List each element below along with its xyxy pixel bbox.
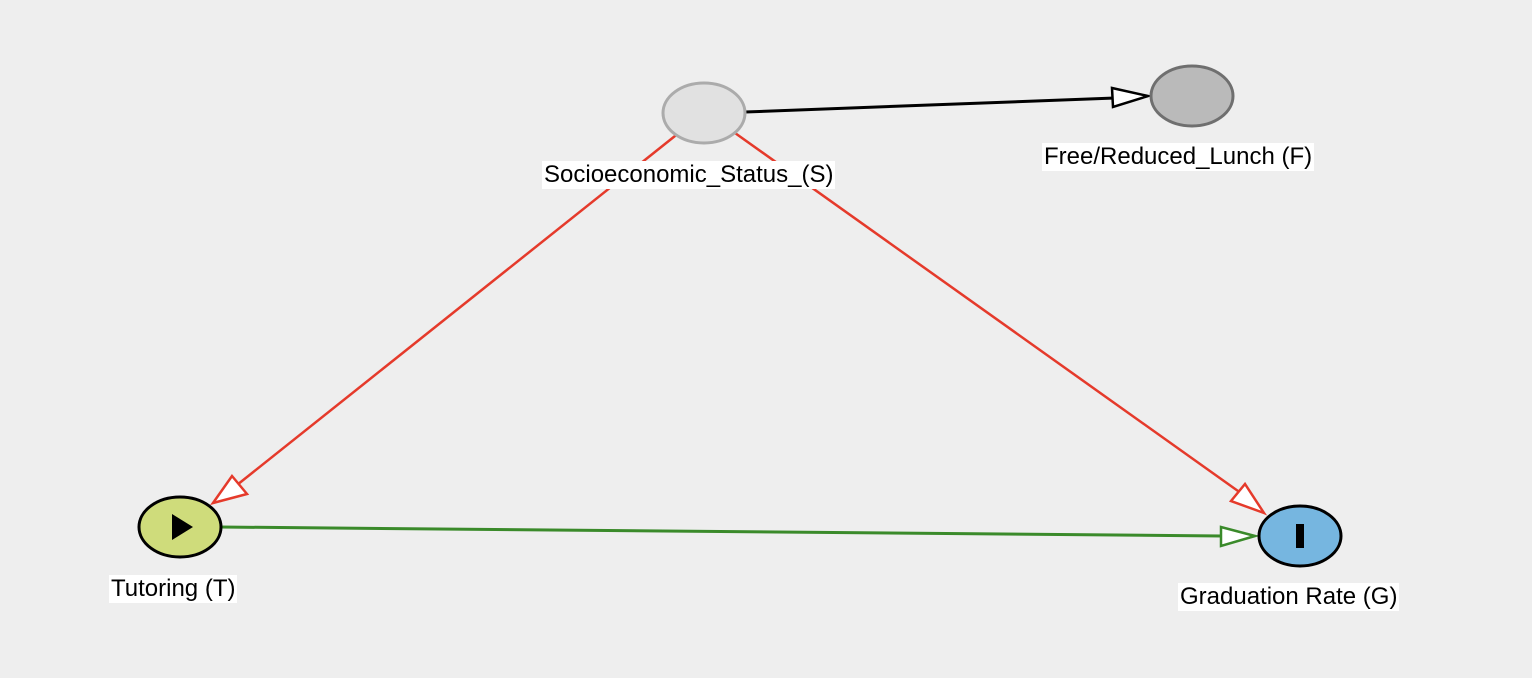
node-graduation-rate[interactable] xyxy=(1257,504,1343,568)
bar-icon xyxy=(1296,524,1304,548)
edge-s-to-t[interactable] xyxy=(210,131,681,506)
edge-t-to-g[interactable] xyxy=(219,525,1260,548)
node-tutoring[interactable] xyxy=(137,495,223,559)
node-label-socioeconomic-status: Socioeconomic_Status_(S) xyxy=(542,161,836,189)
edge-s-to-g[interactable] xyxy=(734,131,1268,516)
node-label-tutoring: Tutoring (T) xyxy=(109,575,238,603)
node-label-graduation-rate: Graduation Rate (G) xyxy=(1178,583,1400,611)
nodes-layer xyxy=(137,64,1343,568)
node-free-reduced-lunch[interactable] xyxy=(1149,64,1235,128)
node-label-free-reduced-lunch: Free/Reduced_Lunch (F) xyxy=(1042,143,1315,171)
edges-layer xyxy=(210,86,1268,548)
node-socioeconomic-status[interactable] xyxy=(661,81,747,145)
edge-s-to-f[interactable] xyxy=(744,86,1153,114)
play-icon xyxy=(172,514,193,540)
